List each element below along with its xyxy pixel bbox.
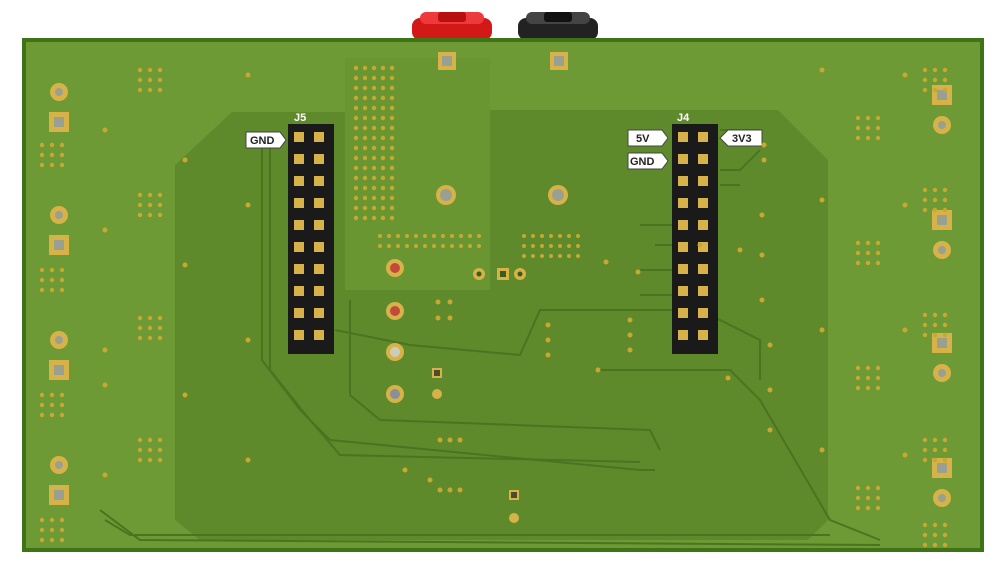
center-components <box>386 259 526 523</box>
pin-label-3v3: 3V3 <box>732 133 752 145</box>
pin-label-gnd-left: GND <box>250 135 275 147</box>
red-banana-jack <box>412 12 492 40</box>
banana-jack-pads <box>436 52 568 205</box>
designator-j4: J4 <box>677 112 690 124</box>
pcb-traces <box>99 129 881 546</box>
small-vias <box>39 67 948 548</box>
black-banana-jack <box>518 12 598 40</box>
via-grid-top <box>353 65 580 258</box>
header-j5: J5 GND <box>245 112 334 354</box>
designator-j5: J5 <box>294 112 306 124</box>
side-connectors <box>49 83 952 507</box>
pin-label-gnd-right: GND <box>630 156 655 168</box>
5v-tag <box>627 129 669 147</box>
3v3-tag <box>719 129 763 147</box>
header-j4: J4 5V GND 3V3 <box>627 112 763 354</box>
gnd-tag-left <box>245 131 287 149</box>
ground-plane-region <box>175 110 828 540</box>
gnd-tag-right <box>627 152 669 170</box>
pin-label-5v: 5V <box>636 133 650 145</box>
